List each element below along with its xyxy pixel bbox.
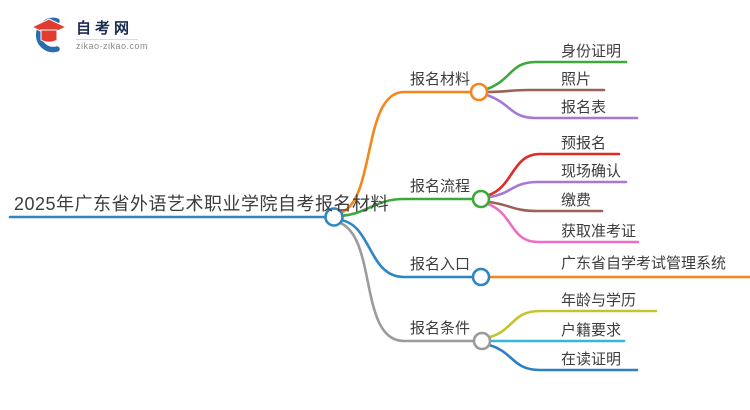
node-circle-process[interactable] [471, 189, 491, 209]
leaf-registration-form-label: 报名表 [561, 99, 607, 116]
leaf-enrollment-proof-label: 在读证明 [561, 351, 622, 368]
leaf-management-system-label: 广东省自学考试管理系统 [561, 255, 727, 272]
leaf-pre-registration-label: 预报名 [561, 135, 607, 152]
leaf-payment-label: 缴费 [561, 192, 592, 209]
site-logo[interactable]: 自考网 zikao-zikao.com [28, 14, 148, 54]
edge-materials-identity [485, 60, 628, 91]
graduation-cap-icon [30, 17, 68, 53]
leaf-identity-proof-label: 身份证明 [561, 43, 622, 60]
node-circle-entrance[interactable] [471, 267, 491, 287]
branch-entrance-label: 报名入口 [410, 256, 471, 273]
branch-conditions-label: 报名条件 [410, 320, 471, 337]
root-node-label: 2025年广东省外语艺术职业学院自考报名材料 [14, 194, 390, 214]
site-name: 自考网 [76, 20, 134, 37]
branch-process-label: 报名流程 [410, 178, 471, 195]
leaf-admission-ticket-label: 获取准考证 [561, 223, 637, 240]
node-circle-conditions[interactable] [472, 331, 492, 351]
leaf-household-requirement-label: 户籍要求 [561, 322, 622, 339]
leaf-onsite-confirmation-label: 现场确认 [561, 163, 622, 180]
logo-divider [76, 39, 138, 40]
node-circle-materials[interactable] [469, 82, 489, 102]
site-url: zikao-zikao.com [76, 41, 149, 51]
branch-materials-label: 报名材料 [410, 71, 471, 88]
edge-process-onsite [487, 180, 628, 199]
edge-materials-photo [485, 88, 606, 94]
leaf-photo-label: 照片 [561, 71, 592, 88]
leaf-age-education-label: 年龄与学历 [561, 292, 637, 309]
